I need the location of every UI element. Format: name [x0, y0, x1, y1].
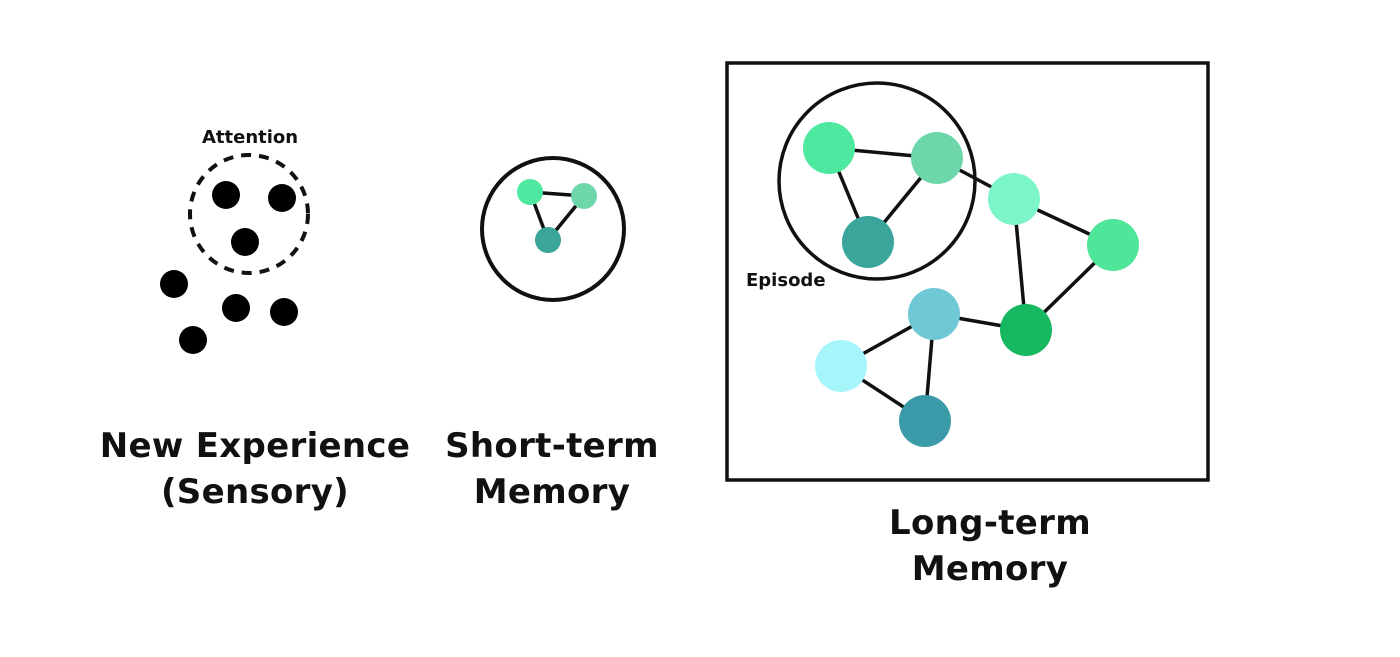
sensory-dot — [270, 298, 298, 326]
long-term-group — [725, 61, 1210, 482]
short-term-line1: Short-term — [445, 426, 659, 466]
short-term-line2: Memory — [473, 472, 631, 512]
sensory-dot — [268, 184, 296, 212]
sensory-dot — [160, 270, 188, 298]
ltm-node — [911, 132, 963, 184]
short-term-caption: Short-term Memory — [430, 423, 674, 515]
new-experience-line1: New Experience — [99, 426, 411, 466]
sensory-group — [160, 153, 310, 354]
long-term-caption: Long-term Memory — [860, 500, 1120, 592]
episode-circle — [777, 81, 977, 281]
ltm-node — [899, 395, 951, 447]
long-term-line1: Long-term — [889, 503, 1091, 543]
sensory-dot — [179, 326, 207, 354]
attention-circle — [188, 153, 310, 275]
ltm-node — [1087, 219, 1139, 271]
ltm-node — [815, 340, 867, 392]
sensory-dot — [212, 181, 240, 209]
long-term-container — [725, 61, 1210, 482]
stm-node — [571, 183, 597, 209]
new-experience-caption: New Experience (Sensory) — [80, 423, 430, 515]
sensory-dot — [231, 228, 259, 256]
ltm-node — [908, 288, 960, 340]
sensory-dot — [222, 294, 250, 322]
new-experience-line2: (Sensory) — [160, 472, 350, 512]
attention-label: Attention — [202, 127, 299, 148]
episode-label: Episode — [746, 270, 826, 291]
stm-node — [517, 179, 543, 205]
short-term-container — [480, 156, 626, 302]
short-term-group — [480, 156, 626, 302]
long-term-line2: Memory — [911, 549, 1069, 589]
ltm-node — [803, 122, 855, 174]
ltm-node — [1000, 304, 1052, 356]
ltm-node — [988, 173, 1040, 225]
stm-node — [535, 227, 561, 253]
ltm-node — [842, 216, 894, 268]
